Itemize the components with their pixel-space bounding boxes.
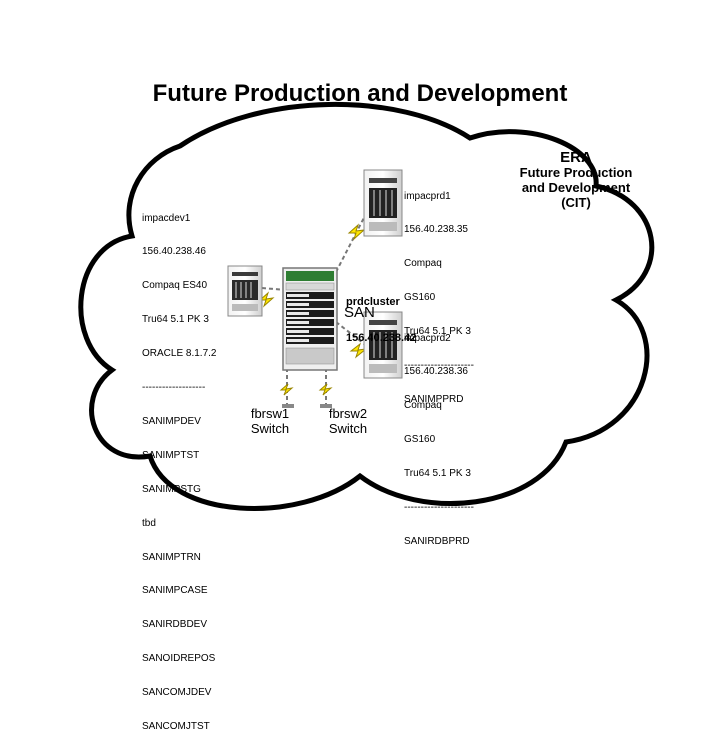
era-line-4: (CIT) (561, 195, 591, 210)
link-bolts (258, 223, 368, 396)
prod1-os: Tru64 5.1 PK 3 (404, 326, 471, 338)
dev-db: ORACLE 8.1.7.2 (142, 348, 217, 360)
dev-hostname: impacdev1 (142, 212, 191, 224)
era-label: ERA Future Production and Development (C… (508, 150, 644, 210)
dev-instance: SANIMPDEV (142, 415, 201, 427)
fbrsw2-type: Switch (328, 421, 368, 436)
prod2-vendor: Compaq (404, 400, 442, 412)
prod2-separator: --------------------- (404, 502, 474, 514)
prod1-instance: SANIMPPRD (404, 393, 464, 405)
era-line-2: Future Production (519, 165, 633, 180)
prod2-instance: SANIRDBPRD (404, 535, 470, 547)
fbrsw1-type: Switch (250, 421, 290, 436)
dev-instance: SANCOMJDEV (142, 687, 212, 699)
prod2-model: GS160 (404, 434, 436, 446)
prod2-server-icon (363, 311, 403, 379)
dev-instance: SANCOMJTST (142, 720, 210, 732)
cluster-name: prdcluster (346, 296, 400, 308)
san-label: SAN (344, 304, 375, 321)
dev-instance: SANIRDBDEV (142, 619, 208, 631)
prod1-ip: 156.40.238.35 (404, 224, 468, 236)
page-title: Future Production and Development (152, 80, 568, 107)
fbrsw1-switch-icon (282, 404, 294, 408)
dev-instance: SANIMPTRN (142, 551, 201, 563)
era-line-1: ERA (560, 149, 592, 166)
dev-instance: tbd (142, 517, 156, 529)
fbrsw1-name: fbrsw1 (250, 406, 290, 421)
dev-server-icon (227, 265, 263, 317)
cloud-outline (78, 102, 655, 511)
dev-os: Tru64 5.1 PK 3 (142, 314, 209, 326)
network-diagram (78, 102, 655, 511)
prod1-hostname: impacprd1 (404, 190, 451, 202)
cluster-label: prdcluster 156.40.238.42 (346, 272, 416, 356)
fbrsw2-label: fbrsw2 Switch (322, 406, 374, 436)
era-line-3: and Development (521, 180, 631, 195)
dev-ip: 156.40.238.46 (142, 246, 206, 258)
fbrsw2-name: fbrsw2 (328, 406, 368, 421)
fbrsw2-switch-icon (320, 404, 332, 408)
prod2-ip: 156.40.238.36 (404, 366, 468, 378)
prod1-server-info: impacprd1 156.40.238.35 Compaq GS160 Tru… (404, 168, 474, 417)
san-storage-rack-icon (282, 267, 338, 371)
prod2-hostname: impacprd2 (404, 332, 451, 344)
prod2-os: Tru64 5.1 PK 3 (404, 468, 471, 480)
dev-instance: SANIMPSTG (142, 483, 201, 495)
fbrsw1-label: fbrsw1 Switch (244, 406, 296, 436)
dev-separator: ------------------- (142, 382, 206, 394)
cluster-ip: 156.40.238.42 (346, 332, 417, 344)
dev-server-info: impacdev1 156.40.238.46 Compaq ES40 Tru6… (142, 190, 216, 744)
dev-instance: SANIMPCASE (142, 585, 208, 597)
dev-instance: SANIMPTST (142, 449, 200, 461)
dev-model: Compaq ES40 (142, 280, 208, 292)
prod1-model: GS160 (404, 292, 436, 304)
prod1-server-icon (363, 169, 403, 237)
dev-instance: SANOIDREPOS (142, 653, 216, 665)
prod1-separator: --------------------- (404, 360, 474, 372)
prod1-vendor: Compaq (404, 258, 442, 270)
